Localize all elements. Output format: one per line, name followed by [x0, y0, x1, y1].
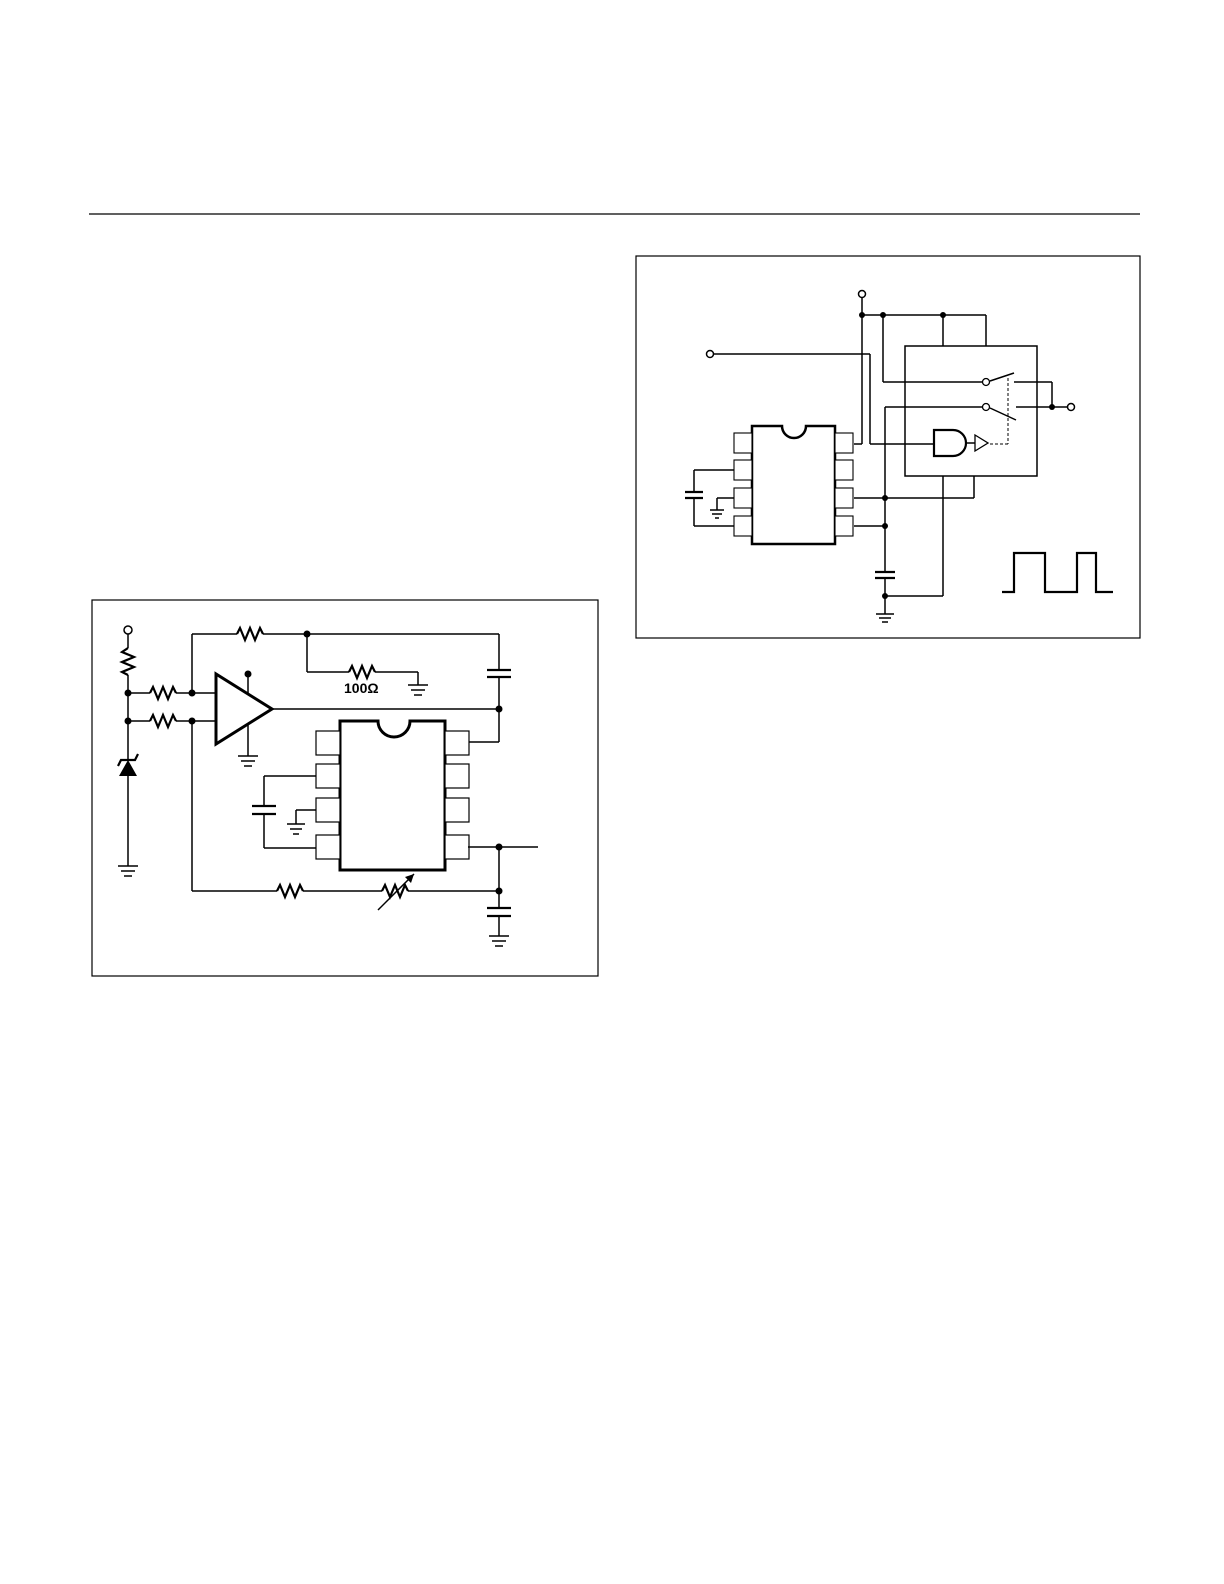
left-figure-frame — [91, 599, 599, 977]
ic-pin — [315, 730, 341, 756]
op-amp — [214, 671, 275, 747]
ic-pin — [733, 515, 753, 537]
square-wave-symbol — [1002, 551, 1113, 594]
ground-symbol — [118, 865, 138, 877]
ic-pin — [733, 459, 753, 481]
feedback-resistor-bottom — [276, 882, 304, 900]
ic-pin — [733, 487, 753, 509]
analog-switch-box — [904, 345, 1038, 477]
ground-symbol — [876, 613, 894, 623]
zener-diode — [117, 753, 139, 776]
buffer-gate — [974, 433, 990, 453]
ic-pin — [834, 459, 854, 481]
ic-pin — [444, 730, 470, 756]
switch-blade — [989, 407, 1017, 421]
input-resistor-top — [149, 684, 177, 702]
ic-pin — [315, 797, 341, 823]
output-terminal — [1066, 402, 1076, 412]
left-circuit-figure: 100Ω — [91, 599, 599, 977]
ic-pin — [444, 763, 470, 789]
ic-pin — [834, 515, 854, 537]
input-terminal — [705, 349, 715, 359]
and-gate — [932, 428, 968, 458]
ground-symbol — [710, 509, 724, 519]
ic-pin — [834, 487, 854, 509]
ic-chip-right — [733, 424, 854, 546]
ground-symbol — [489, 935, 509, 947]
ic-chip-left — [315, 719, 470, 872]
ic-pin — [315, 834, 341, 860]
switch-blade — [989, 372, 1015, 382]
ground-symbol — [287, 823, 305, 835]
variable-resistor — [381, 882, 409, 900]
resistor-100-ohm — [348, 663, 376, 681]
ic-pin — [444, 797, 470, 823]
right-figure-frame — [635, 255, 1141, 639]
ic-pin — [315, 763, 341, 789]
ic-pin — [733, 432, 753, 454]
supply-terminal — [857, 289, 867, 299]
feedback-resistor — [236, 625, 264, 643]
bias-resistor — [119, 647, 137, 676]
supply-terminal — [123, 625, 133, 635]
ic-pin — [834, 432, 854, 454]
resistor-value-label: 100Ω — [344, 680, 379, 696]
input-resistor-bottom — [149, 712, 177, 730]
ground-symbol — [238, 755, 258, 767]
ic-pin — [444, 834, 470, 860]
ground-symbol — [408, 684, 428, 696]
right-circuit-figure — [635, 255, 1141, 639]
